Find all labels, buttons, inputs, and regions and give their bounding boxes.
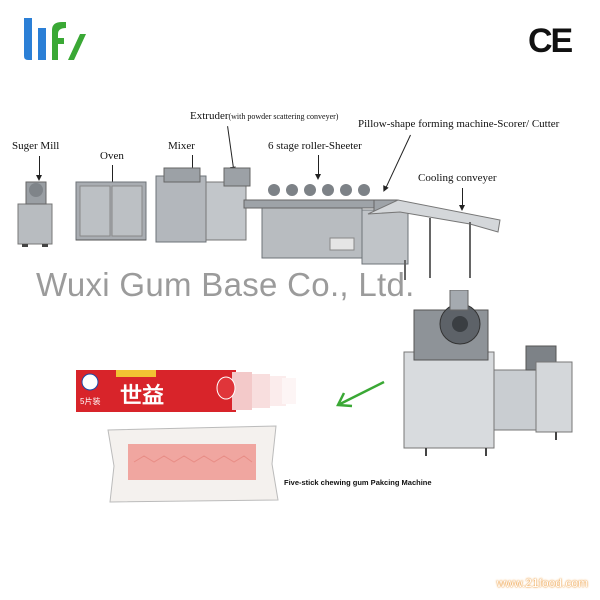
label-sheeter: 6 stage roller-Sheeter	[268, 140, 362, 152]
packing-machine-image	[403, 290, 573, 456]
watermark-text: Wuxi Gum Base Co., Ltd.	[36, 266, 415, 303]
gum-stick-image	[107, 425, 279, 503]
label-extruder-note: (with powder scattering conveyer)	[228, 112, 339, 121]
arrow-sugar-mill	[36, 156, 42, 181]
gum-count: 5片装	[80, 397, 101, 406]
label-cooling: Cooling conveyer	[418, 172, 497, 184]
gum-package-illustration	[76, 370, 296, 412]
ce-mark: CE	[528, 22, 573, 60]
label-mixer: Mixer	[168, 140, 195, 152]
footer-watermark: www.21food.com	[496, 576, 588, 590]
gum-package: 世益 5片装	[76, 368, 298, 414]
lwf-logo-icon	[24, 18, 86, 60]
sheeter-machine	[243, 184, 375, 259]
sugar-mill-machine	[17, 181, 53, 247]
mixer-machine	[155, 167, 251, 243]
label-oven: Oven	[100, 150, 124, 162]
label-sugar-mill: Suger Mill	[12, 140, 60, 152]
green-arrow-icon	[336, 380, 385, 408]
arrow-sheeter	[315, 155, 321, 180]
gum-brand-name: 世益	[120, 383, 165, 408]
arrow-cooling	[459, 188, 465, 211]
label-extruder: Extruder(with powder scattering conveyer…	[190, 110, 338, 122]
cooling-conveyer	[367, 199, 501, 280]
label-extruder-main: Extruder	[190, 110, 229, 122]
production-line-image	[17, 167, 501, 280]
pillow-forming-machine	[361, 199, 409, 265]
oven-machine	[75, 181, 147, 241]
packing-machine-caption: Five-stick chewing gum Pakcing Machine	[284, 478, 432, 487]
label-pillow: Pillow-shape forming machine-Scorer/ Cut…	[358, 118, 560, 130]
